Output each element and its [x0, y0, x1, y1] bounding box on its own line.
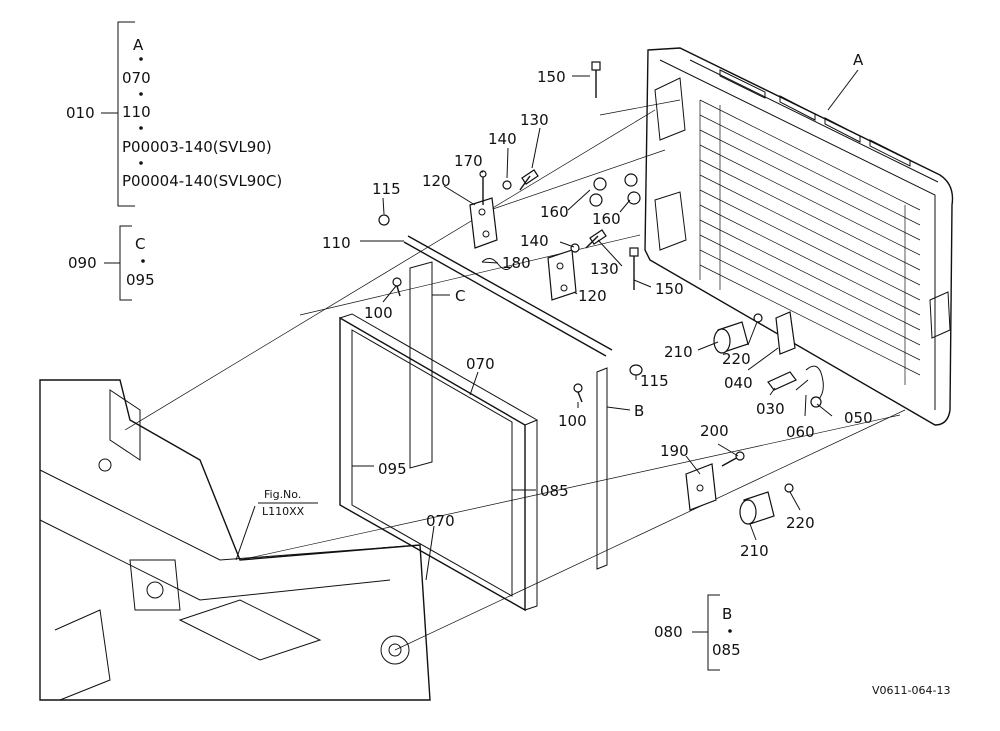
callout-095: 095 — [126, 271, 155, 289]
callout-110: 110 — [122, 103, 151, 121]
nuts-160 — [589, 173, 641, 207]
label-170: 170 — [454, 152, 483, 170]
rear-panel-assembly: A — [644, 47, 954, 426]
callout-a: A — [133, 36, 144, 54]
label-140-lower: 140 — [520, 232, 549, 250]
bracket-190 — [685, 451, 745, 511]
callout-group-080: B 085 080 — [654, 594, 741, 671]
label-180: 180 — [502, 254, 531, 272]
callout-085: 085 — [712, 641, 741, 659]
label-095: 095 — [378, 460, 407, 478]
callout-070: 070 — [122, 69, 151, 87]
label-C: C — [455, 287, 465, 305]
machine-body — [39, 379, 431, 701]
label-130-lower: 130 — [590, 260, 619, 278]
callout-group-010: A 070 110 P00003-140(SVL90) P00004-140(S… — [66, 21, 282, 207]
label-110: 110 — [322, 234, 351, 252]
callout-c: C — [135, 235, 145, 253]
label-220-upper: 220 — [722, 350, 751, 368]
drawing-code: V0611-064-13 — [872, 684, 950, 697]
bolt-150-lower — [629, 247, 639, 290]
bolts-130-140 — [502, 169, 607, 253]
label-210-upper: 210 — [664, 343, 693, 361]
screw-100-left — [392, 277, 402, 297]
label-160-left: 160 — [540, 203, 569, 221]
label-150-lower: 150 — [655, 280, 684, 298]
leader-lines — [235, 75, 833, 581]
label-140-upper: 140 — [488, 130, 517, 148]
seal-strip-c — [409, 261, 433, 469]
damper-210-upper — [713, 313, 763, 354]
label-070-upper: 070 — [466, 355, 495, 373]
callout-b: B — [722, 605, 732, 623]
label-200: 200 — [700, 422, 729, 440]
label-fig-no: Fig.No. — [264, 488, 301, 501]
callout-p00003: P00003-140(SVL90) — [122, 138, 272, 156]
hinge-bracket-120-lower — [547, 249, 577, 301]
rod-110 — [378, 214, 613, 357]
seal-strip-b — [596, 367, 608, 570]
label-030: 030 — [756, 400, 785, 418]
label-130-upper: 130 — [520, 111, 549, 129]
damper-210-lower — [739, 483, 794, 525]
screw-100-right — [573, 383, 583, 403]
callout-p00004: P00004-140(SVL90C) — [122, 172, 282, 190]
label-150-upper: 150 — [537, 68, 566, 86]
label-120-upper: 120 — [422, 172, 451, 190]
label-160-right: 160 — [592, 210, 621, 228]
label-100-right: 100 — [558, 412, 587, 430]
hinge-bracket-120-upper — [469, 197, 498, 249]
label-040: 040 — [724, 374, 753, 392]
label-120-lower: 120 — [578, 287, 607, 305]
label-100-left: 100 — [364, 304, 393, 322]
callout-010: 010 — [66, 104, 95, 122]
bolt-150-upper — [591, 61, 601, 98]
latch-040-030-060-050 — [767, 311, 824, 408]
frame-070 — [339, 313, 539, 612]
label-060: 060 — [786, 423, 815, 441]
label-220-lower: 220 — [786, 514, 815, 532]
label-070-lower: 070 — [426, 512, 455, 530]
callout-080: 080 — [654, 623, 683, 641]
label-fig-code: L110XX — [262, 505, 305, 518]
label-210-lower: 210 — [740, 542, 769, 560]
label-115-upper: 115 — [372, 180, 401, 198]
label-050: 050 — [844, 409, 873, 427]
assembly-lines — [124, 99, 906, 651]
callout-group-090: C 095 090 — [68, 225, 155, 301]
callout-090: 090 — [68, 254, 97, 272]
label-A: A — [853, 51, 864, 69]
clip-180 — [481, 258, 513, 270]
label-115-lower: 115 — [640, 372, 669, 390]
part-labels: 150 130 140 170 115 120 160 160 110 140 … — [258, 68, 950, 697]
label-085: 085 — [540, 482, 569, 500]
label-B: B — [634, 402, 644, 420]
radiator-louvers — [699, 99, 921, 385]
label-190: 190 — [660, 442, 689, 460]
